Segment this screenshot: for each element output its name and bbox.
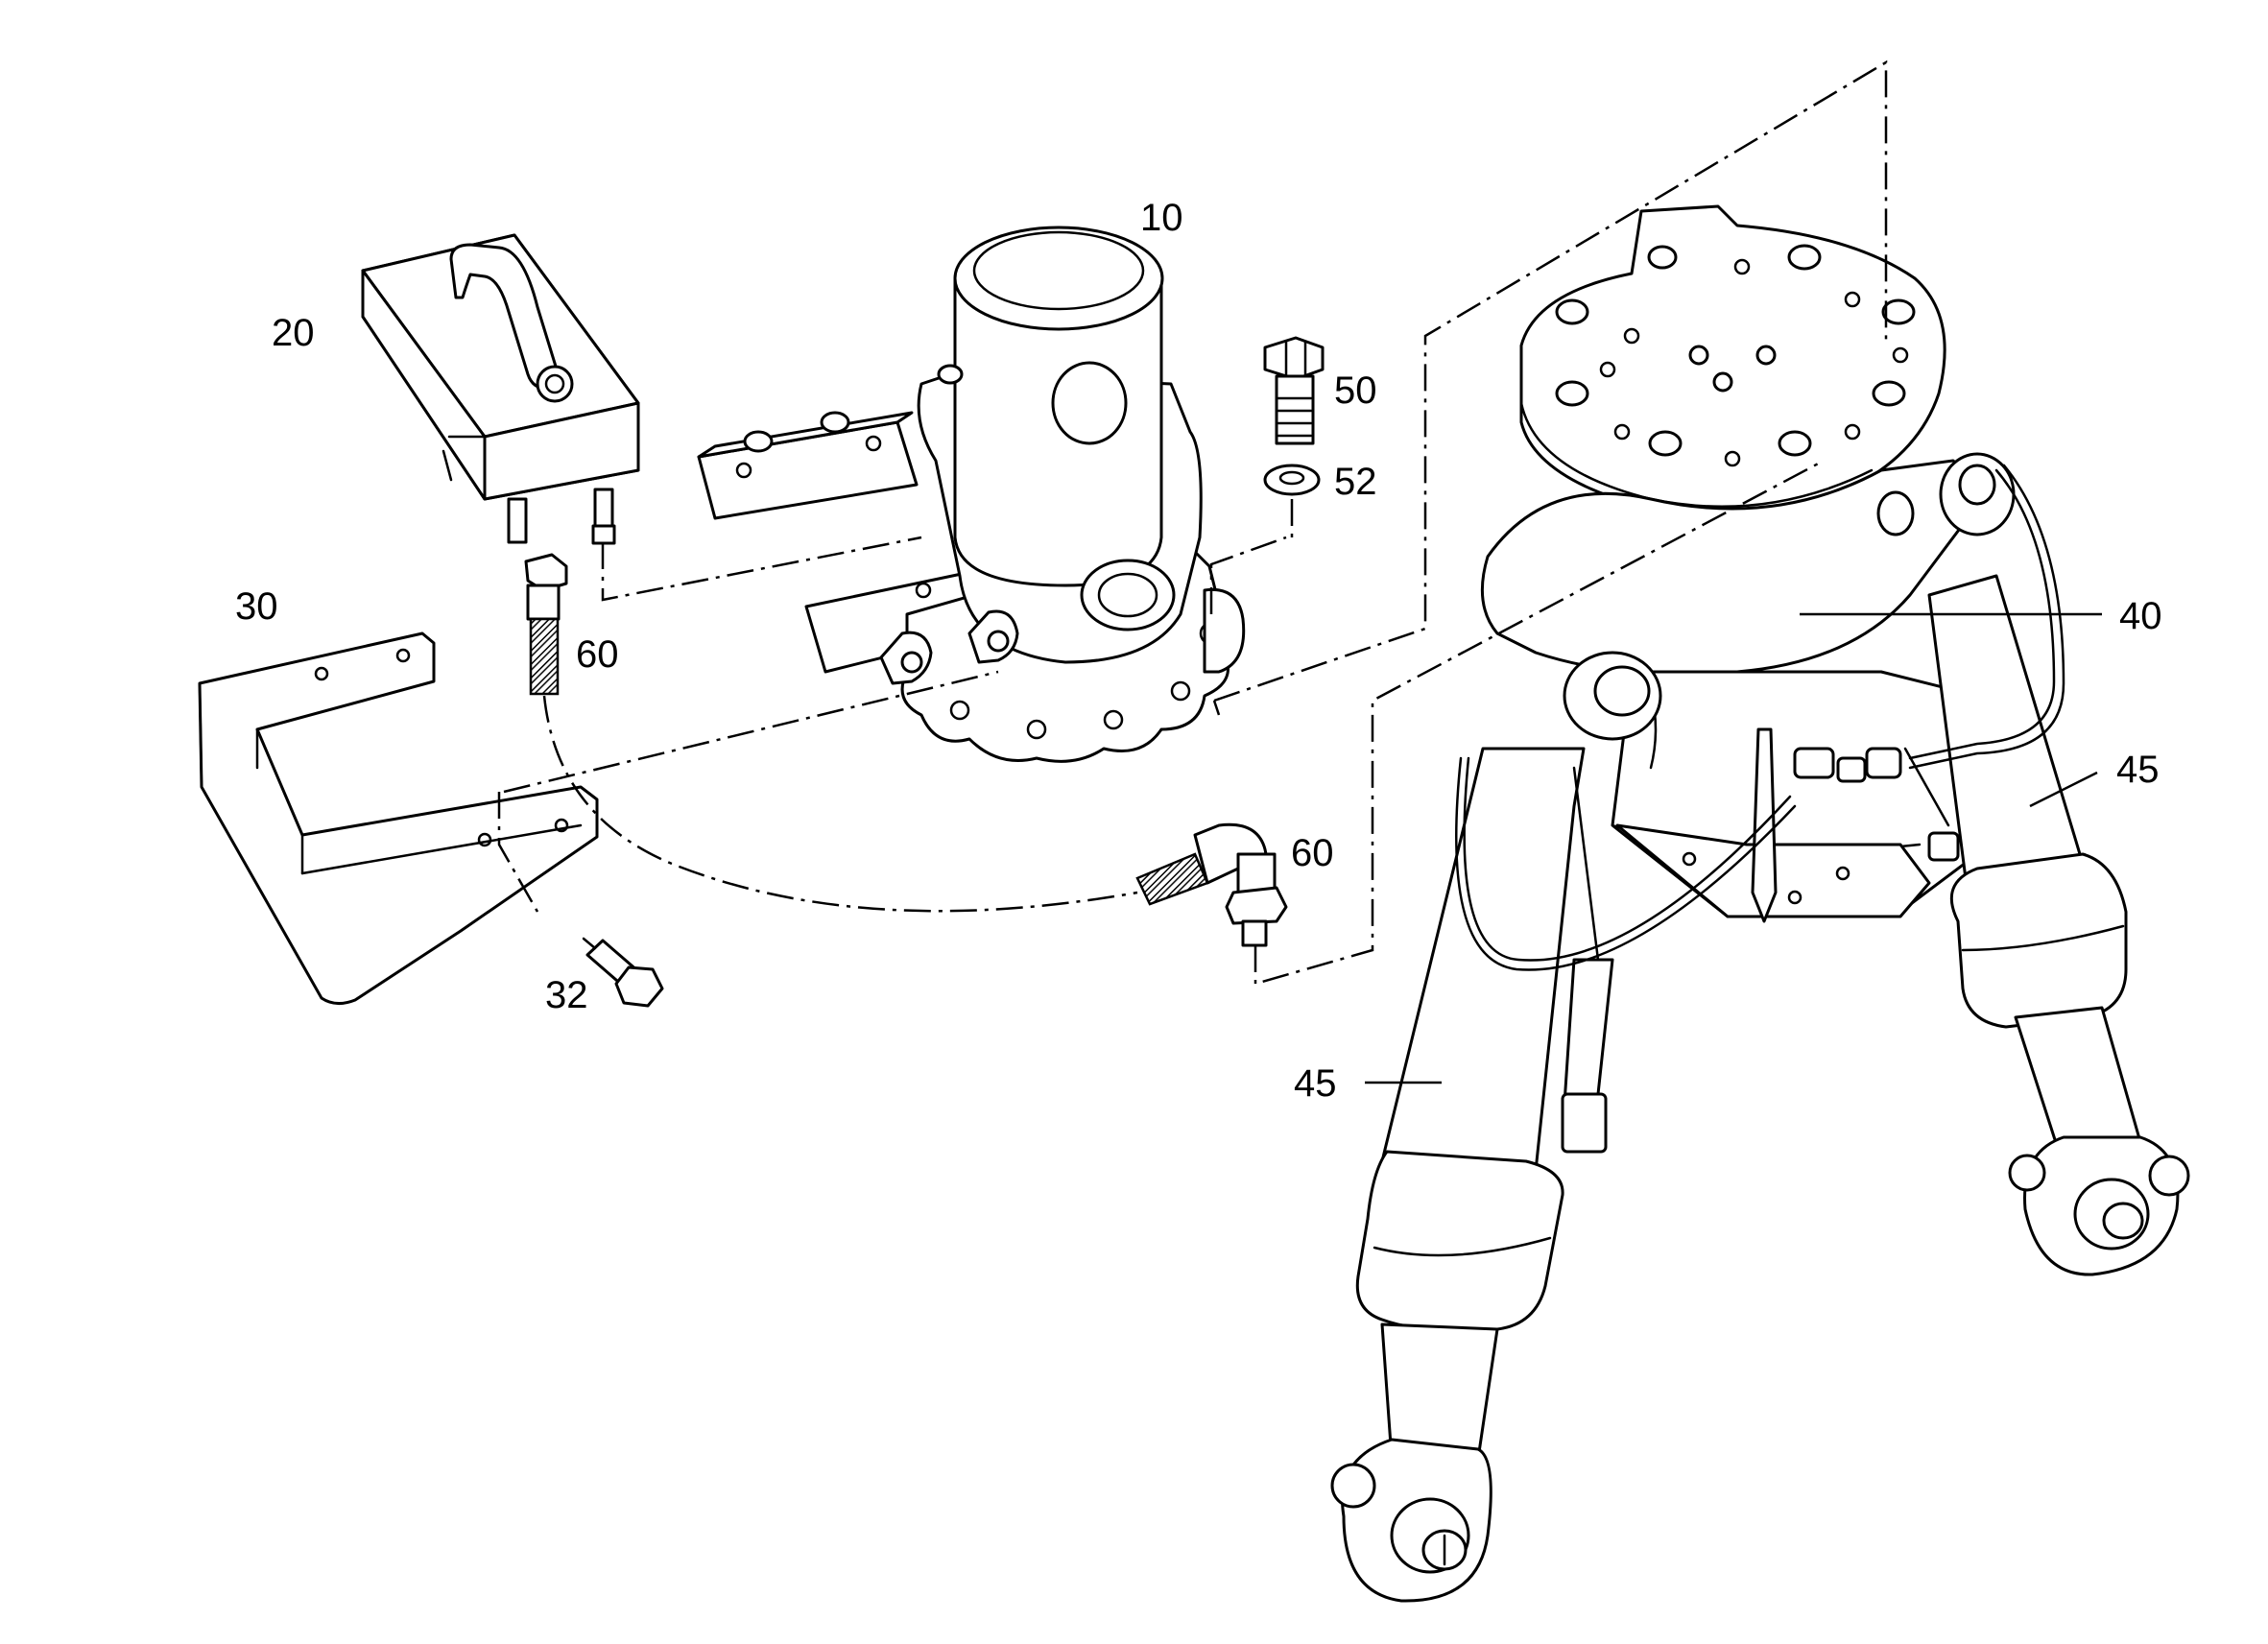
callout-10: 10 <box>1140 197 1183 239</box>
part-40-tripod-head <box>1480 204 2016 923</box>
callout-32: 32 <box>545 974 588 1016</box>
part-10-pump-unit <box>697 226 1246 763</box>
part-45-leg-back <box>1561 958 1614 1154</box>
assembly-lines <box>497 60 1888 986</box>
callout-45-right: 45 <box>2116 749 2160 791</box>
part-30-bracket <box>198 631 599 1005</box>
part-45-leg-rear <box>1927 574 2190 1276</box>
leader-lines <box>1365 612 2102 1084</box>
part-45-leg-front <box>1330 747 1586 1603</box>
callout-45-left: 45 <box>1294 1062 1337 1105</box>
part-20-cover-box <box>361 233 640 545</box>
callout-20: 20 <box>272 312 315 354</box>
tripod-hoses <box>1455 464 2065 971</box>
part-60-hose-top <box>524 553 568 696</box>
callout-50: 50 <box>1334 369 1377 412</box>
part-50-bolt <box>1263 336 1325 445</box>
callout-30: 30 <box>235 585 278 628</box>
callout-52: 52 <box>1334 461 1377 503</box>
part-52-washer <box>1263 464 1321 496</box>
part-32-bolt <box>582 937 664 1008</box>
callout-60-bottom: 60 <box>1291 832 1334 874</box>
callout-labels: 10 20 30 32 40 45 45 50 52 60 60 <box>235 197 2162 1105</box>
part-60-elbow-fitting <box>1135 822 1288 947</box>
callout-40: 40 <box>2119 595 2162 637</box>
callout-60-top: 60 <box>576 633 619 676</box>
plate-bolt-heads <box>1555 244 1916 467</box>
